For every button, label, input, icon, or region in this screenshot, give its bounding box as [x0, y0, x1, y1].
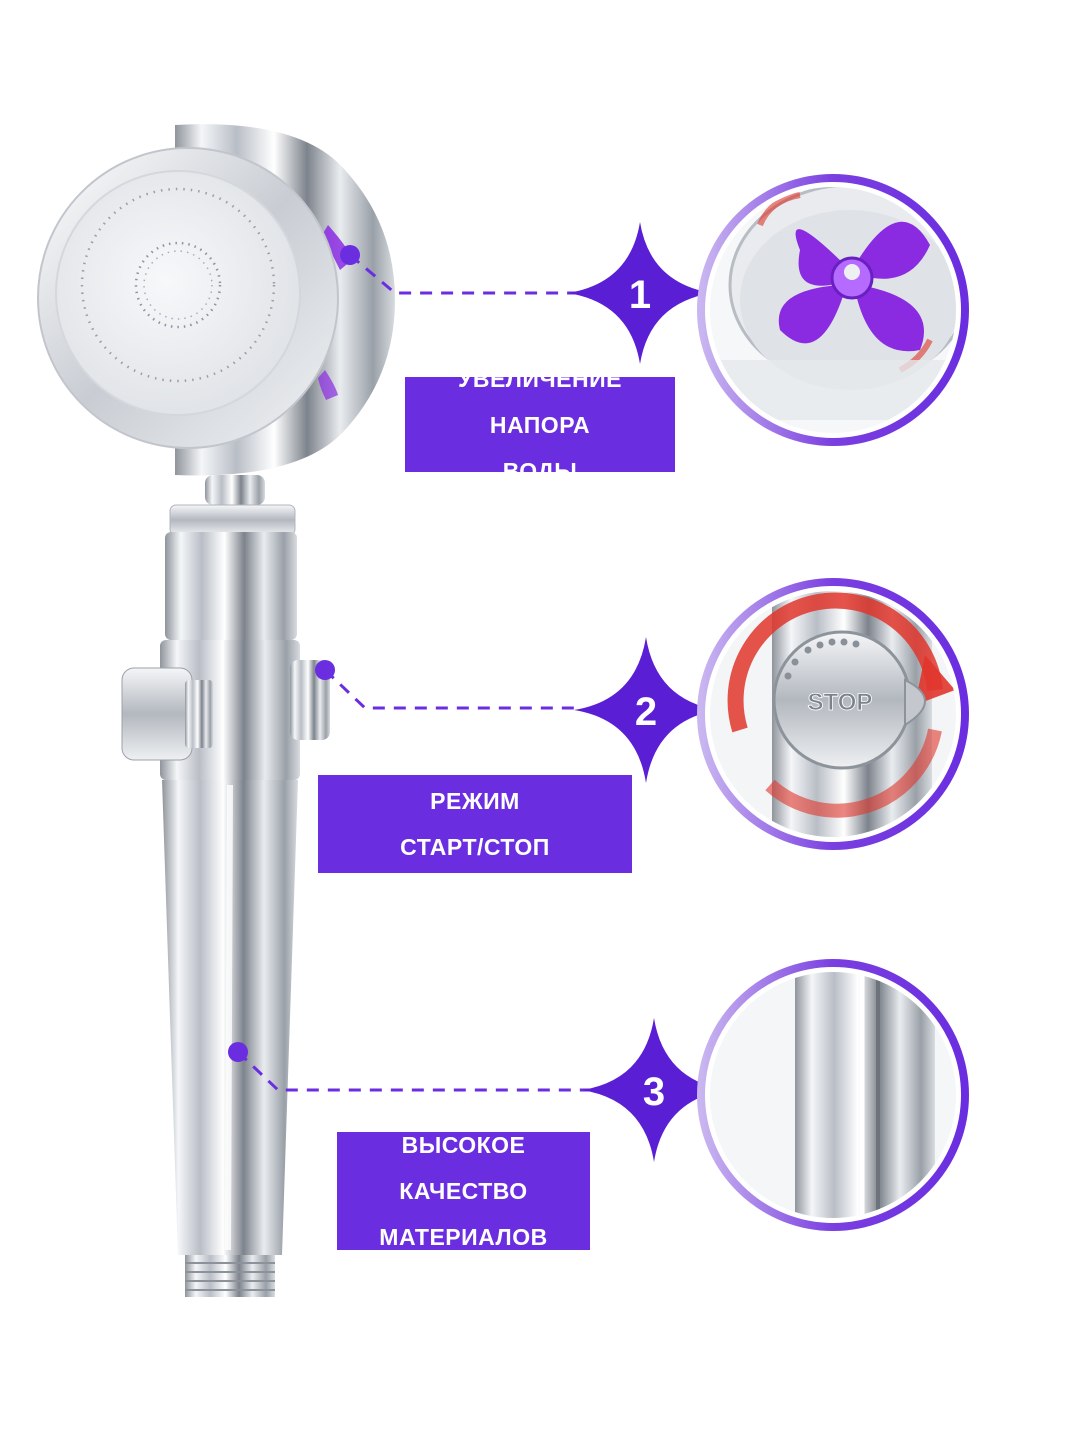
valve-knob-right: [290, 660, 330, 740]
star-badge-2: [574, 637, 718, 783]
stop-button-detail: STOP: [710, 591, 956, 837]
stop-button-text: STOP: [808, 689, 873, 716]
nozzle-ring-inner: [134, 241, 222, 329]
swivel-joint: [205, 475, 265, 505]
badge-number-3: 3: [643, 1070, 665, 1114]
fan-detail: [710, 187, 956, 433]
callout-2: 2 STOP: [315, 578, 969, 850]
badge-number-1: 1: [629, 273, 651, 317]
grip-highlight: [225, 784, 233, 1251]
feature-3-line-2: МАТЕРИАЛОВ: [379, 1224, 548, 1250]
neck-collar: [169, 504, 296, 536]
stop-button-side: [121, 667, 193, 761]
feature-2-line-2: СТАРТ/СТОП: [400, 834, 550, 860]
badge-number-2: 2: [635, 690, 657, 734]
feature-2-line-1: РЕЖИМ: [430, 788, 520, 814]
dashed-leader-2: [323, 668, 578, 710]
feature-label-3: ВЫСОКОЕ КАЧЕСТВО МАТЕРИАЛОВ: [337, 1132, 590, 1250]
feature-label-1: УВЕЛИЧЕНИЕ НАПОРА ВОДЫ: [405, 366, 675, 484]
callout-3: 3: [228, 959, 969, 1231]
head-face: [55, 170, 301, 416]
star-badge-1: [568, 222, 712, 364]
fan-blades: [778, 221, 930, 352]
shower-head: [37, 124, 395, 476]
nozzle-ring-outer: [80, 187, 276, 383]
nozzle-ring-center: [143, 250, 213, 320]
upper-body: [165, 532, 297, 640]
stop-button-stem: [185, 680, 213, 748]
feature-3-line-1: ВЫСОКОЕ КАЧЕСТВО: [399, 1132, 528, 1204]
feature-label-2: РЕЖИМ СТАРТ/СТОП: [318, 775, 632, 873]
feature-1-line-1: УВЕЛИЧЕНИЕ НАПОРА: [458, 365, 622, 438]
thread-lines: [185, 1262, 275, 1291]
head-purple-accent-lower: [318, 370, 338, 400]
feature-1-line-2: ВОДЫ: [502, 457, 578, 484]
material-detail: [710, 972, 956, 1218]
dashed-leader-3: [236, 1050, 590, 1092]
callout-1: 1: [340, 174, 969, 446]
star-badge-3: [582, 1018, 726, 1162]
handle: [121, 475, 330, 1297]
